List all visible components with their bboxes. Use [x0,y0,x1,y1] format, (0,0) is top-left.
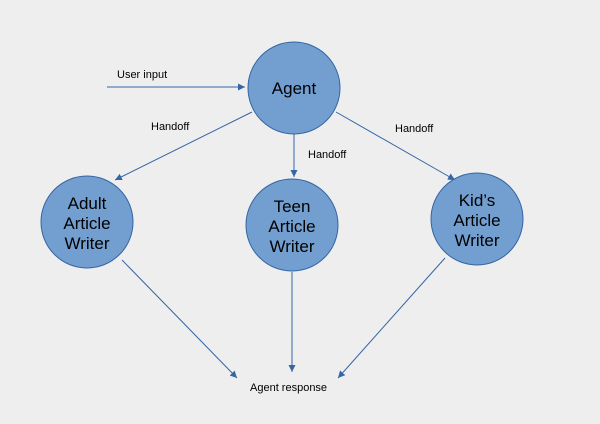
handoff-arrow-kids [335,111,456,181]
response-arrow-adult [121,259,238,379]
handoff-label-left: Handoff [151,121,190,133]
teen-node-line-2: Article [268,217,315,236]
handoff-label-center: Handoff [308,149,347,161]
user-input-label: User input [117,69,167,81]
teen-node-line-3: Writer [269,237,314,256]
handoff-label-right: Handoff [395,123,434,135]
adult-article-writer-node: Adult Article Writer [40,175,134,269]
response-arrow-kids [337,257,446,379]
kids-node-line-3: Writer [454,231,499,250]
teen-node-line-1: Teen [274,197,311,216]
adult-node-line-2: Article [63,214,110,233]
kids-node-line-1: Kid’s [459,191,496,210]
agent-node: Agent [247,41,341,135]
kids-article-writer-node: Kid’s Article Writer [430,172,524,266]
adult-node-line-1: Adult [68,194,107,213]
kids-node-line-2: Article [453,211,500,230]
adult-node-line-3: Writer [64,234,109,253]
handoff-arrow-adult [114,111,253,181]
teen-article-writer-node: Teen Article Writer [245,178,339,272]
agent-response-label: Agent response [250,382,327,394]
agent-node-label: Agent [272,79,317,98]
